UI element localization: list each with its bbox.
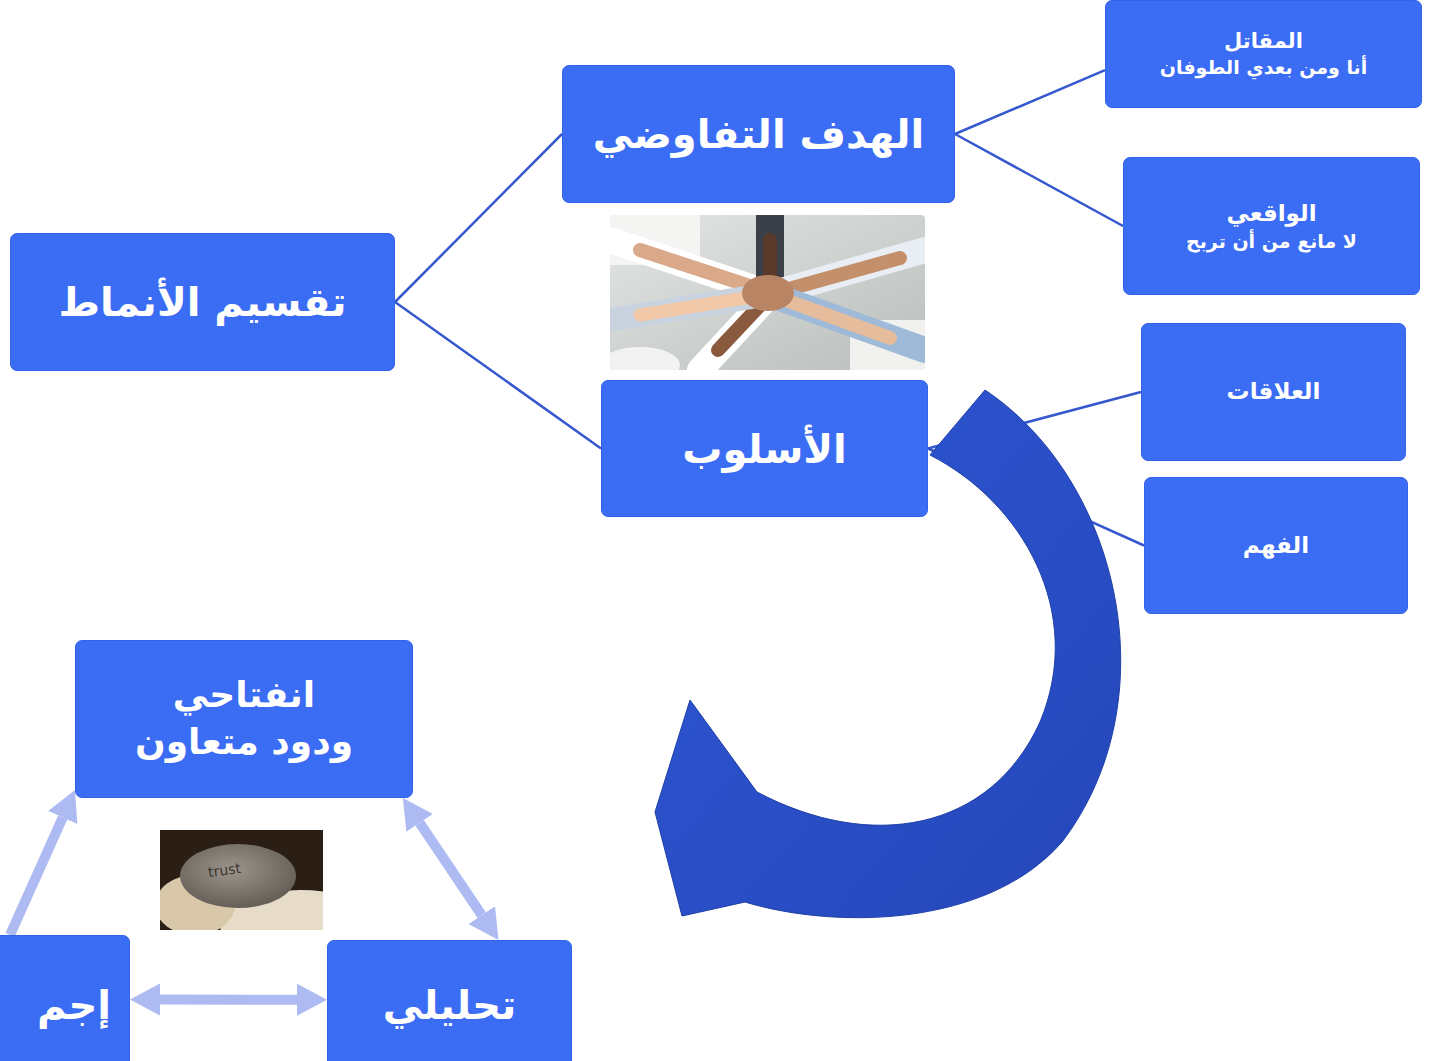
hands-photo <box>610 215 925 370</box>
box-title: انفتاحي <box>173 672 315 719</box>
box-subtitle: لا مانع من أن تربح <box>1186 229 1357 254</box>
box-subtitle: أنا ومن بعدي الطوفان <box>1160 55 1367 80</box>
style-box: العلاقات <box>1141 323 1406 461</box>
root-box: تقسيم الأنماط <box>10 233 395 371</box>
style-box: المقاتلأنا ومن بعدي الطوفان <box>1105 0 1422 108</box>
type-box: تحليلي <box>327 940 572 1061</box>
branch-line <box>395 134 562 302</box>
type-box: انفتاحيودود متعاون <box>75 640 413 798</box>
branch-line <box>955 134 1123 226</box>
box-title: الأسلوب <box>682 423 846 475</box>
box-title: الواقعي <box>1226 199 1316 229</box>
box-title: الفهم <box>1243 531 1309 561</box>
branch-line <box>395 302 601 449</box>
box-title: المقاتل <box>1224 28 1303 55</box>
branch-box: الهدف التفاوضي <box>562 65 955 203</box>
double-arrow <box>160 994 297 1004</box>
double-arrow <box>10 817 63 935</box>
box-title: العلاقات <box>1227 377 1321 407</box>
branch-line <box>955 70 1105 134</box>
photo-caption: trust <box>207 860 242 880</box>
style-box: الفهم <box>1144 477 1408 614</box>
box-title: الهدف التفاوضي <box>593 108 924 160</box>
type-box: إجم <box>0 935 130 1061</box>
double-arrow <box>420 823 482 915</box>
branch-box: الأسلوب <box>601 380 928 517</box>
trust-photo <box>160 830 323 930</box>
box-title: تحليلي <box>383 979 516 1031</box>
style-box: الواقعيلا مانع من أن تربح <box>1123 157 1420 295</box>
box-subtitle: ودود متعاون <box>135 719 353 766</box>
box-title: إجم <box>37 979 111 1031</box>
box-title: تقسيم الأنماط <box>58 276 346 328</box>
